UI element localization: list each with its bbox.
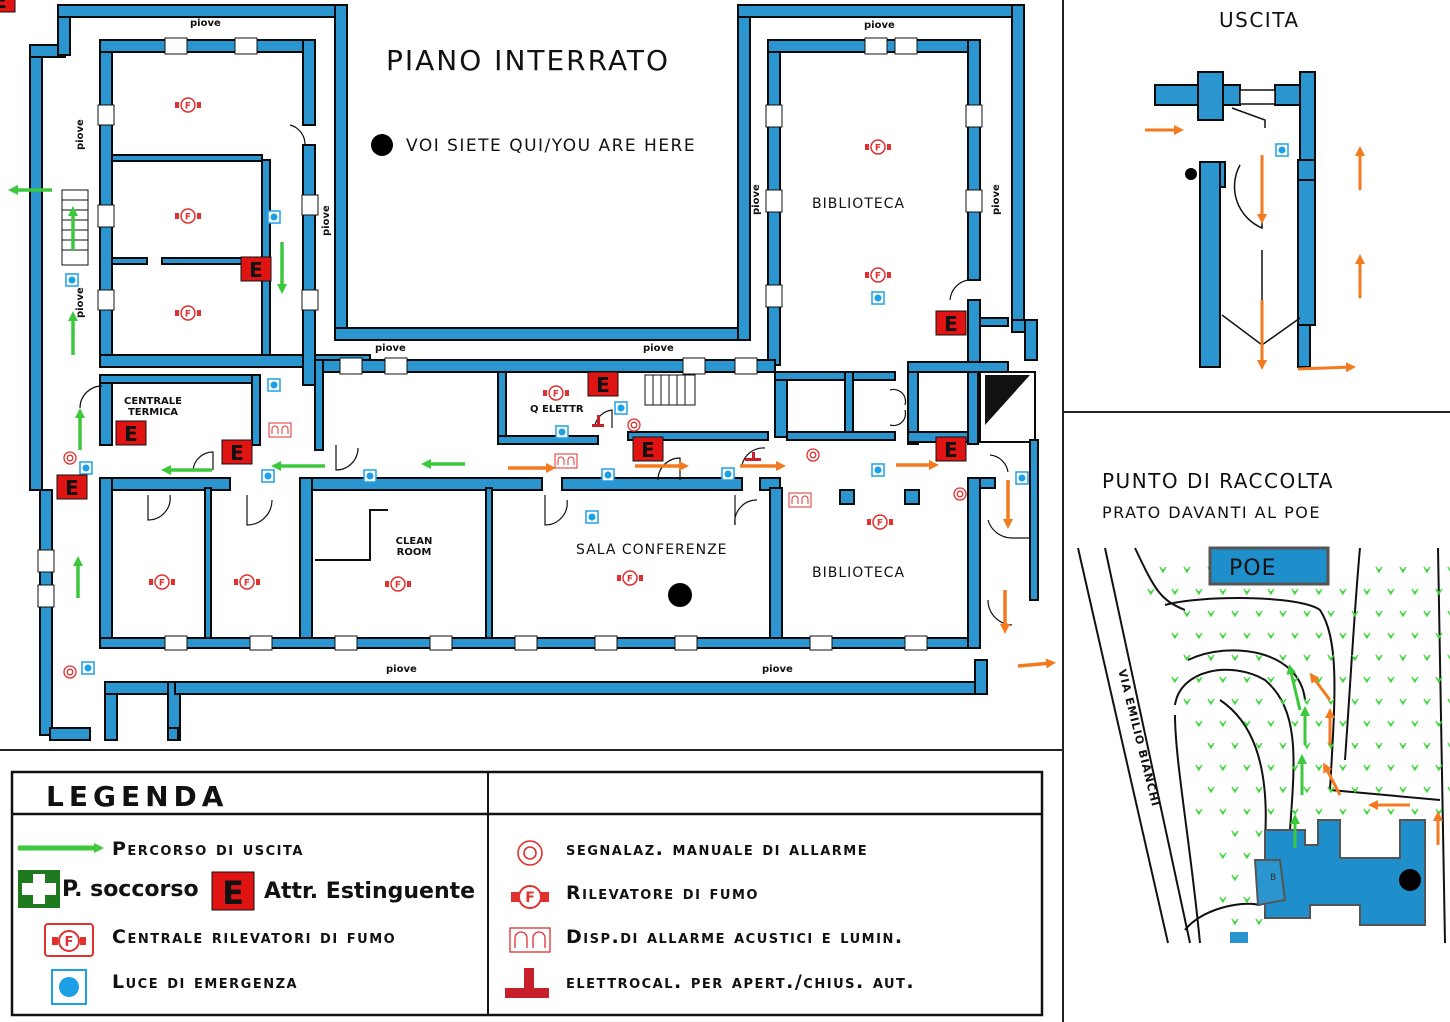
door-swings [79, 124, 1030, 626]
room-biblioteca-upper: BIBLIOTECA [812, 196, 906, 212]
piove-label: piove [864, 20, 895, 31]
legend-manual-alarm-label: segnalaz. manuale di allarme [566, 838, 869, 860]
orange-exit-arrows [508, 460, 1056, 669]
extinguishers: E [0, 0, 967, 501]
legend-smoke-detector-label: Rilevatore di fumo [566, 882, 759, 904]
green-exit-arrows [8, 185, 465, 598]
piove-label: piove [321, 205, 332, 236]
you-are-here-label: VOI SIETE QUI/YOU ARE HERE [406, 136, 697, 156]
legend-electromagnet-icon [505, 968, 549, 998]
svg-text:F: F [525, 890, 535, 906]
legend-smoke-control-icon: F [44, 923, 94, 957]
room-clean-room: CLEAN ROOM [395, 536, 433, 558]
piove-label: piove [751, 184, 762, 215]
room-centrale-termica: CENTRALE TERMICA [123, 396, 182, 418]
legend-acoustic-alarm-icon [509, 927, 551, 953]
legend-acoustic-alarm-label: Disp.di allarme acustici e lumin. [566, 926, 904, 948]
floor-plan-walls [29, 4, 1039, 741]
svg-text:E: E [222, 874, 244, 912]
electromagnets [592, 415, 761, 461]
legend-first-aid-icon [18, 870, 60, 908]
room-sala-conferenze: SALA CONFERENZE [576, 542, 728, 558]
legend-electromagnet-label: elettrocal. per apert./chius. aut. [566, 971, 916, 993]
legend-emergency-light-label: Luce di emergenza [112, 971, 299, 993]
piove-label: piove [762, 664, 793, 675]
piove-label: piove [190, 18, 221, 29]
assembly-map [1077, 546, 1450, 944]
legend-frame [10, 770, 1044, 1017]
exit-detail-arrows [1145, 125, 1365, 373]
page-title: PIANO INTERRATO [386, 44, 671, 77]
stairs-left [61, 189, 89, 266]
legend-smoke-control-label: Centrale rilevatori di fumo [112, 926, 397, 948]
smoke-detectors: F [0, 0, 894, 592]
poe-building-label: POE [1229, 556, 1277, 581]
svg-text:F: F [65, 935, 74, 950]
you-are-here-legend-dot [371, 134, 393, 156]
exit-panel-title: USCITA [1219, 8, 1300, 32]
you-are-here-dot [668, 583, 692, 607]
assembly-panel-title: PUNTO DI RACCOLTA [1102, 469, 1334, 493]
legend-exit-route-label: Percorso di uscita [112, 838, 304, 860]
room-q-elettr: Q ELETTR [530, 404, 584, 415]
room-biblioteca-lower: BIBLIOTECA [812, 565, 906, 581]
svg-text:E: E [0, 0, 7, 13]
piove-label: piove [375, 343, 406, 354]
small-building-label: B [1270, 873, 1277, 883]
piove-label: piove [386, 664, 417, 675]
assembly-panel-subtitle: PRATO DAVANTI AL POE [1102, 503, 1321, 522]
legend-extinguisher-icon: E [211, 871, 255, 912]
legend-smoke-detector-icon: F [511, 885, 549, 909]
piove-label: piove [75, 119, 86, 150]
windows [37, 37, 983, 651]
piove-label: piove [991, 184, 1002, 215]
legend-title: LEGENDA [46, 780, 229, 813]
legend-manual-alarm-icon [517, 840, 543, 866]
assembly-arrows [1286, 664, 1443, 848]
legend-extinguisher-label: Attr. Estinguente [264, 879, 476, 904]
piove-label: piove [75, 287, 86, 318]
legend-first-aid-label: P. soccorso [62, 877, 199, 902]
legend-emergency-light-icon [51, 969, 87, 1005]
piove-label: piove [643, 343, 674, 354]
clean-room-partition [315, 509, 388, 561]
exit-detail-walls [1154, 71, 1316, 368]
stairs-center [644, 374, 696, 406]
